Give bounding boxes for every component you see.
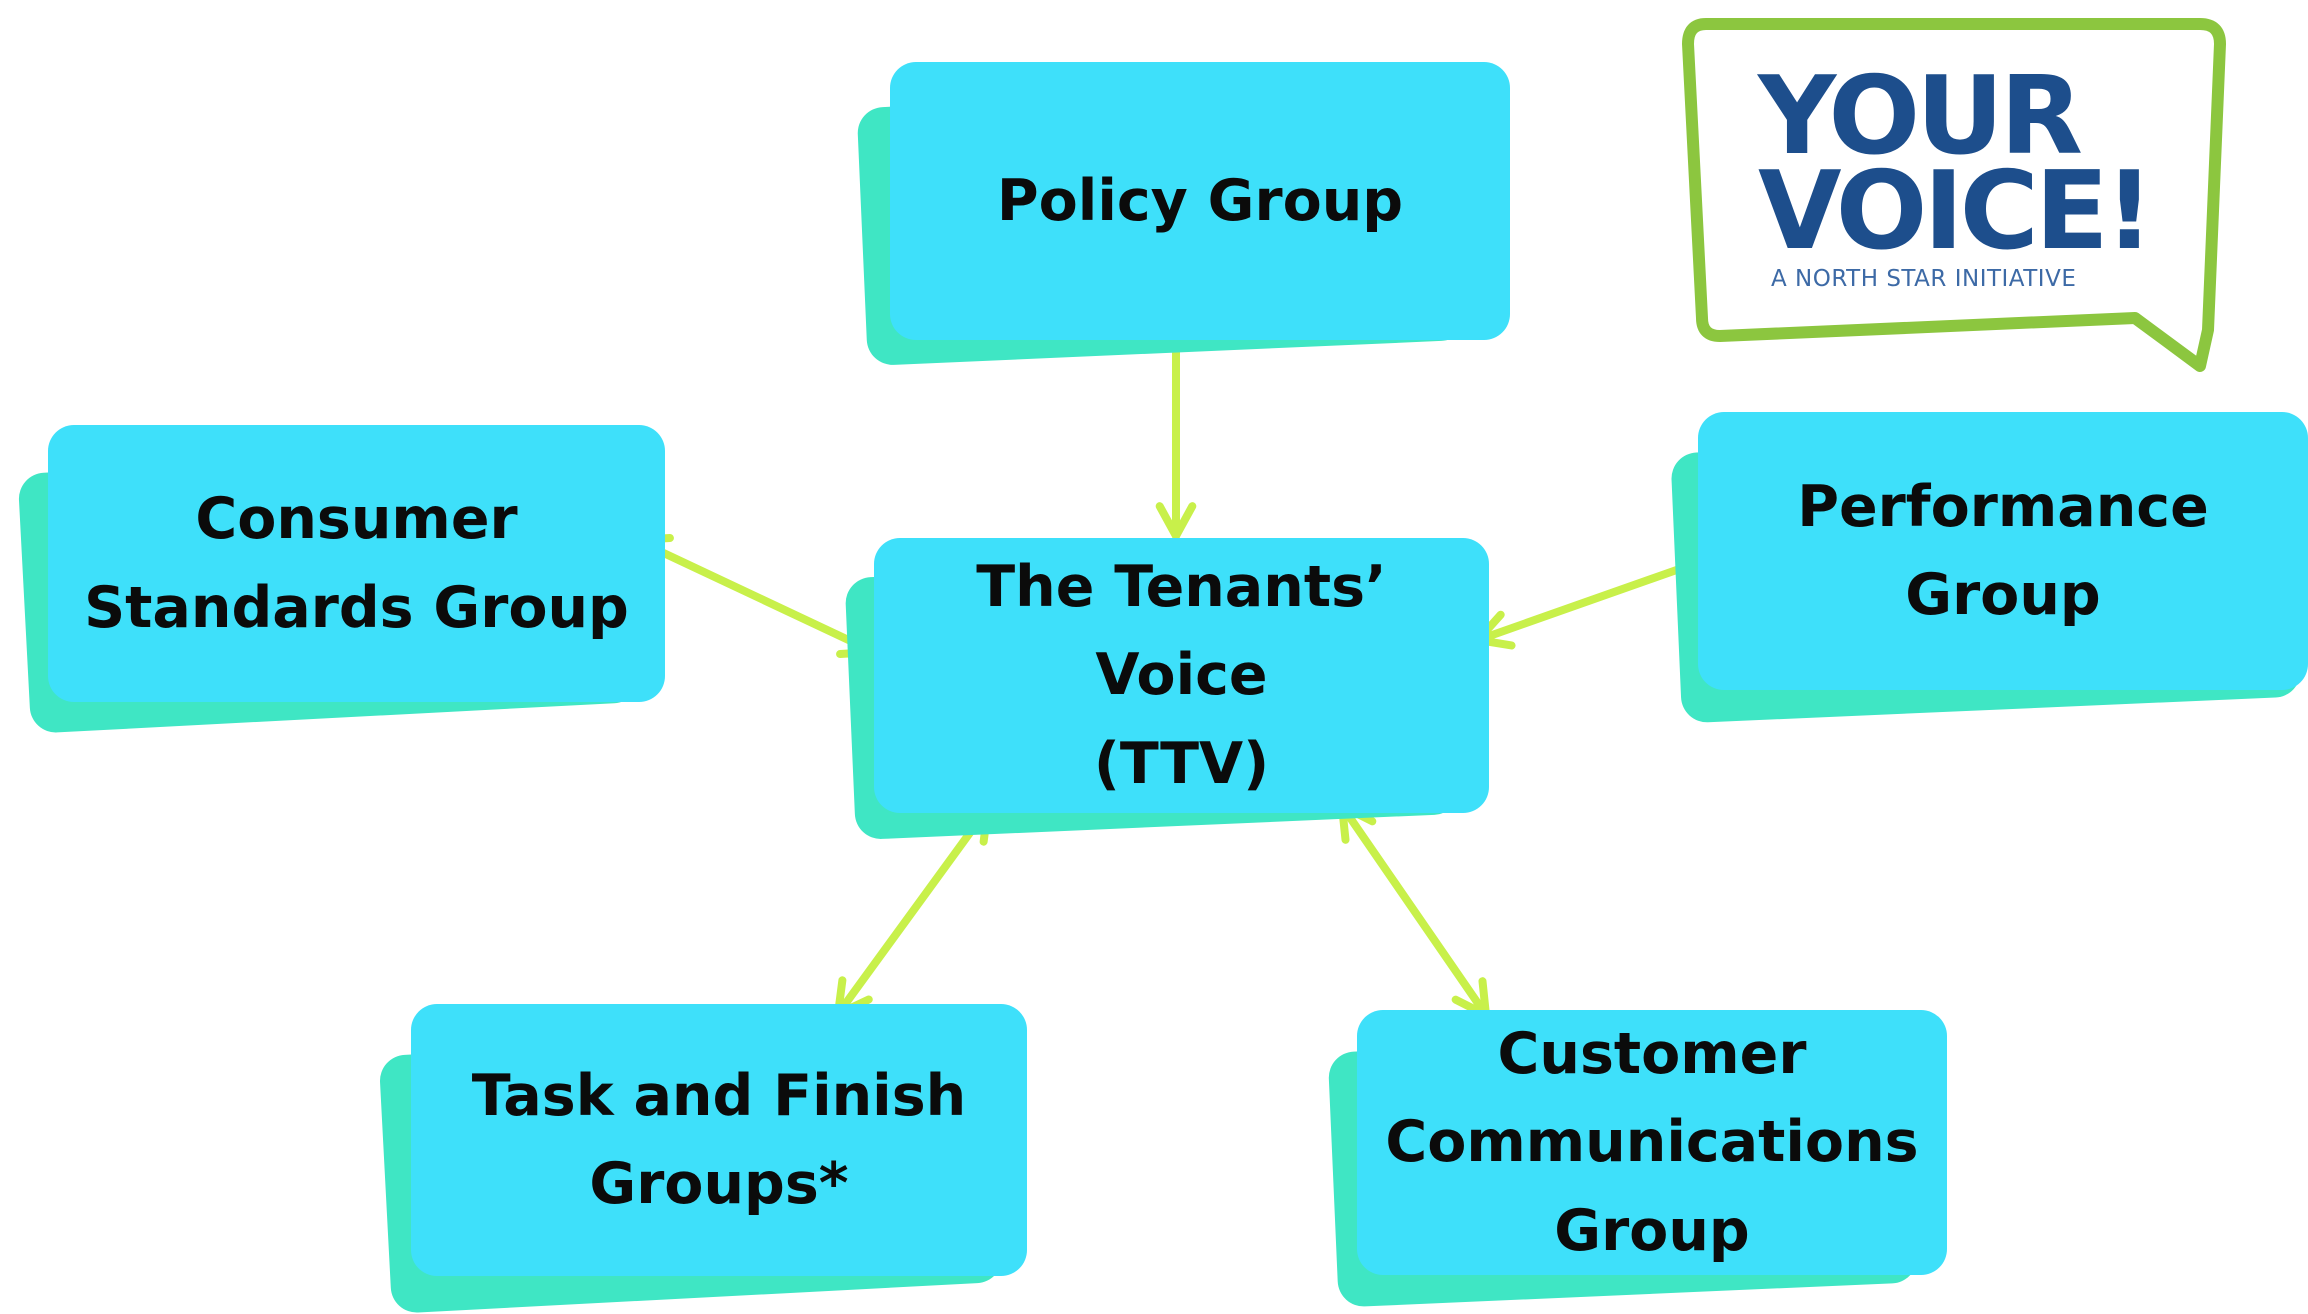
consumer-standards-group-box: Consumer Standards Group — [48, 425, 665, 702]
tenants-voice-label: The Tenants’ Voice (TTV) — [976, 553, 1387, 797]
task-finish-groups-box: Task and Finish Groups* — [411, 1004, 1027, 1276]
policy-group-box: Policy Group — [890, 62, 1510, 340]
connector-customer — [1338, 802, 1490, 1019]
policy-group-label: Policy Group — [996, 167, 1404, 234]
task-finish-groups-label: Task and Finish Groups* — [471, 1062, 967, 1217]
tenants-voice-box: The Tenants’ Voice (TTV) — [874, 538, 1489, 813]
customer-communications-group-box: Customer Communications Group — [1357, 1010, 1947, 1275]
consumer-standards-group-label: Consumer Standards Group — [84, 486, 629, 641]
customer-communications-group-label: Customer Communications Group — [1385, 1020, 1919, 1264]
logo-word-voice: VOICE! — [1758, 149, 2154, 274]
connector-task — [834, 804, 992, 1018]
connector-consumer — [632, 536, 878, 656]
performance-group-box: Performance Group — [1698, 412, 2308, 690]
your-voice-logo: YOUR VOICE! A NORTH STAR INITIATIVE — [1680, 18, 2235, 378]
speech-bubble-icon — [1682, 18, 2226, 372]
arrowhead-policy-start — [1155, 502, 1197, 540]
logo-word-your: YOUR — [1758, 54, 2083, 179]
performance-group-label: Performance Group — [1797, 473, 2209, 628]
logo-tagline: A NORTH STAR INITIATIVE — [1771, 266, 2077, 292]
